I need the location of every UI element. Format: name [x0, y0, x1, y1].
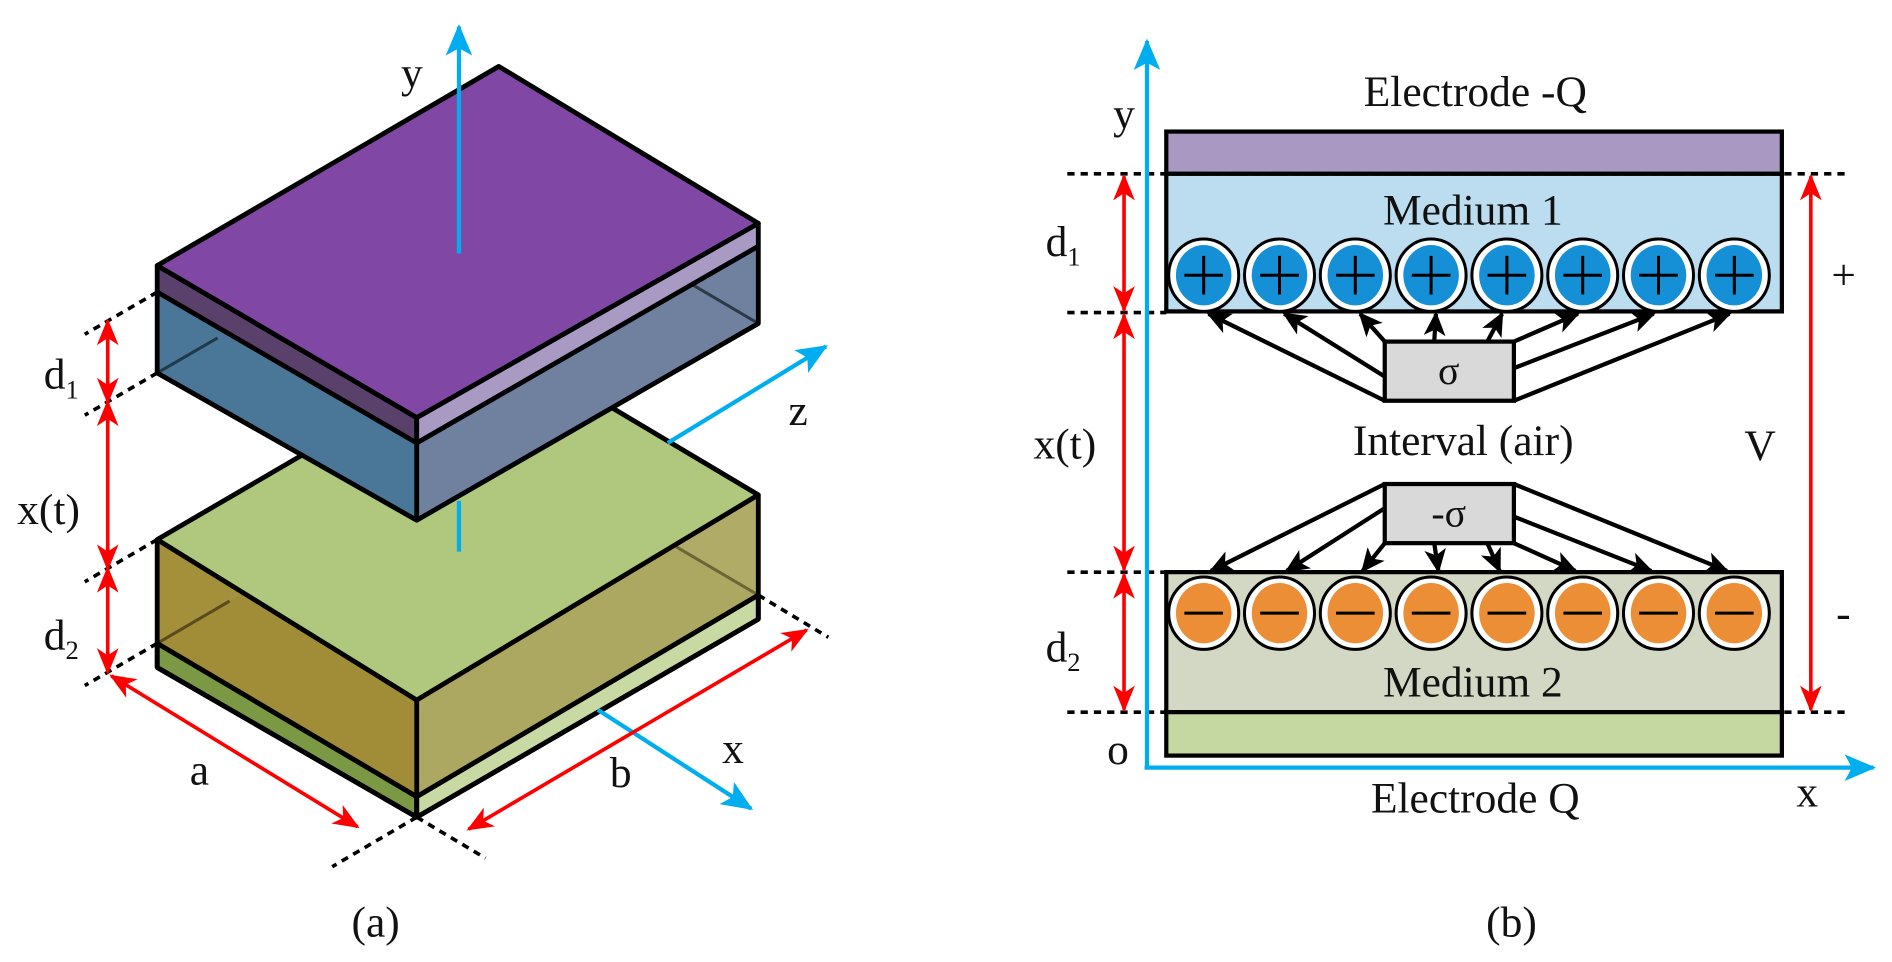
positive-charge [1394, 237, 1468, 313]
negative-charge [1394, 575, 1468, 651]
medium2-label: Medium 2 [1383, 658, 1563, 706]
sigma-positive-label: σ [1438, 349, 1459, 393]
b-axis-label-y: y [1113, 90, 1135, 138]
positive-charge [1697, 237, 1771, 313]
label-b: b [610, 749, 632, 797]
medium1-left-face [157, 292, 417, 521]
sigma-arrow [1513, 482, 1730, 573]
panel-a: y z x d1 x(t) d2 a b (a) [17, 24, 830, 947]
negative-charge [1167, 575, 1241, 651]
negative-charge [1318, 575, 1392, 651]
sigma-arrow [1208, 482, 1386, 573]
positive-charge [1318, 237, 1392, 313]
label-xt: x(t) [17, 486, 80, 534]
label-d2: d2 [44, 611, 79, 665]
negative-charge [1697, 575, 1771, 651]
negative-charge [1621, 575, 1696, 651]
caption-a: (a) [352, 899, 400, 947]
label-a: a [190, 747, 209, 795]
b-axis-label-x: x [1796, 768, 1818, 816]
sigma-arrow [1482, 311, 1504, 343]
b-label-d1: d1 [1046, 218, 1081, 272]
medium1-right-face [416, 246, 759, 521]
z-axis-arrow [666, 344, 828, 445]
sigma-arrow [1206, 311, 1386, 403]
sigma-arrow [1424, 542, 1446, 574]
b-label-d2: d2 [1046, 623, 1081, 677]
b-electrode-bottom [1164, 710, 1784, 758]
negative-charges [1167, 575, 1771, 651]
caption-b: (b) [1486, 899, 1537, 947]
positive-charges [1167, 237, 1771, 313]
sigma-arrow [1513, 541, 1578, 573]
positive-charge [1546, 237, 1620, 313]
medium1-label: Medium 1 [1383, 187, 1563, 235]
sigma-arrow [1513, 514, 1654, 574]
b-origin-label: o [1107, 726, 1129, 774]
positive-charge [1242, 237, 1317, 313]
negative-charge [1546, 575, 1620, 651]
panel-b: Electrode -Q Medium 1 Medium 2 Interval … [1034, 38, 1877, 947]
axis-label-x: x [722, 725, 744, 773]
b-dotted-guides [1067, 172, 1848, 714]
b-label-plus: + [1831, 252, 1856, 300]
positive-charge [1470, 237, 1544, 313]
axis-label-y: y [401, 49, 423, 97]
b-label-xt: x(t) [1034, 421, 1097, 469]
top-electrode-label: Electrode -Q [1364, 68, 1587, 116]
b-arrow [466, 628, 809, 831]
interval-label: Interval (air) [1353, 417, 1574, 465]
sigma-arrow [1284, 506, 1386, 573]
sigma-arrow [1513, 311, 1732, 403]
b-label-voltage: V [1744, 422, 1775, 470]
sigma-arrow [1480, 542, 1502, 574]
sigma-negative-label: -σ [1431, 491, 1466, 535]
sigma-arrow [1513, 311, 1581, 344]
positive-charge [1167, 237, 1241, 313]
label-d1: d1 [44, 351, 79, 405]
sigma-arrow [1358, 312, 1387, 343]
sigma-positive-arrows [1206, 311, 1732, 403]
axis-label-z: z [788, 387, 807, 435]
sigma-negative-arrows [1208, 482, 1730, 574]
a-arrow [109, 674, 360, 829]
bottom-electrode-label: Electrode Q [1371, 774, 1580, 822]
sigma-arrow [1282, 312, 1386, 379]
sigma-arrow [1513, 311, 1656, 371]
b-label-minus: - [1836, 590, 1850, 638]
positive-charge [1621, 237, 1696, 313]
sigma-arrow [1423, 311, 1446, 342]
negative-charge [1470, 575, 1544, 651]
sigma-negative-box [1382, 481, 1517, 546]
b-electrode-top [1164, 129, 1784, 176]
sigma-positive-box [1382, 339, 1517, 403]
sigma-arrow [1360, 541, 1387, 573]
negative-charge [1242, 575, 1317, 651]
